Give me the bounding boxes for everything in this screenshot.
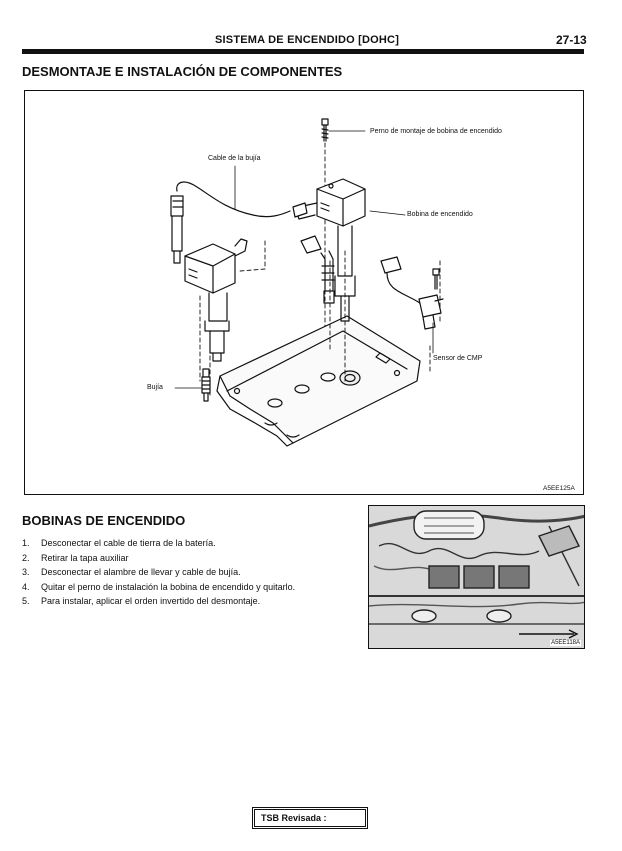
tsb-revision-box: TSB Revisada : bbox=[252, 807, 368, 829]
list-item: 4. Quitar el perno de instalación la bobi… bbox=[22, 580, 295, 595]
step-number: 1. bbox=[22, 538, 30, 548]
step-number: 2. bbox=[22, 552, 30, 563]
step-number: 4. bbox=[22, 581, 30, 592]
step-number: 3. bbox=[22, 567, 30, 577]
list-item: 2. Retirar la tapa auxiliar bbox=[22, 551, 295, 566]
spark-plug bbox=[201, 368, 211, 402]
section-title: DESMONTAJE E INSTALACIÓN DE COMPONENTES bbox=[22, 64, 343, 79]
subsection-title: BOBINAS DE ENCENDIDO bbox=[22, 513, 186, 528]
ignition-coil-right bbox=[296, 178, 366, 322]
header-section-title: SISTEMA DE ENCENDIDO [DOHC] bbox=[215, 34, 400, 46]
step-text: Desconectar el alambre de llevar y cable… bbox=[41, 567, 241, 577]
label-spark-plug: Bujía bbox=[147, 384, 163, 391]
engine-photo-drawing bbox=[369, 506, 584, 648]
list-item: 1. Desconectar el cable de tierra de la b… bbox=[22, 536, 295, 551]
photo-code: A5EE118A bbox=[550, 640, 581, 646]
plug-boot-center bbox=[300, 235, 335, 304]
step-text: Desconectar el cable de tierra de la bat… bbox=[41, 538, 216, 548]
step-text: Quitar el perno de instalación la bobina… bbox=[41, 581, 296, 592]
engine-bay-photo: A5EE118A bbox=[368, 505, 585, 649]
figure-code: A5EE125A bbox=[543, 485, 575, 492]
step-number: 5. bbox=[22, 596, 30, 606]
label-plug-cable: Cable de la bujía bbox=[208, 155, 261, 162]
list-item: 5. Para instalar, aplicar el orden invert… bbox=[22, 594, 295, 609]
cmp-sensor-bolt bbox=[432, 268, 440, 290]
label-coil-bolt: Perno de montaje de bobina de encendido bbox=[370, 128, 502, 135]
ignition-parts-drawing bbox=[170, 118, 444, 447]
ignition-coil-left bbox=[184, 238, 248, 362]
page-number: 27-13 bbox=[556, 33, 587, 47]
list-item: 3. Desconectar el alambre de llevar y cab… bbox=[22, 565, 295, 580]
cylinder-head-cover bbox=[216, 315, 421, 447]
coil-mounting-bolt bbox=[321, 118, 329, 142]
spark-plug-cable bbox=[170, 181, 308, 264]
label-ignition-coil: Bobina de encendido bbox=[407, 211, 473, 218]
step-text: Retirar la tapa auxiliar bbox=[41, 552, 129, 563]
cmp-sensor bbox=[380, 256, 444, 330]
label-cmp-sensor: Sensor de CMP bbox=[433, 355, 483, 362]
step-text: Para instalar, aplicar el orden invertid… bbox=[41, 596, 261, 606]
component-diagram: Perno de montaje de bobina de encendido … bbox=[24, 90, 584, 495]
procedure-steps: 1. Desconectar el cable de tierra de la b… bbox=[22, 536, 295, 609]
header-rule bbox=[22, 49, 584, 54]
